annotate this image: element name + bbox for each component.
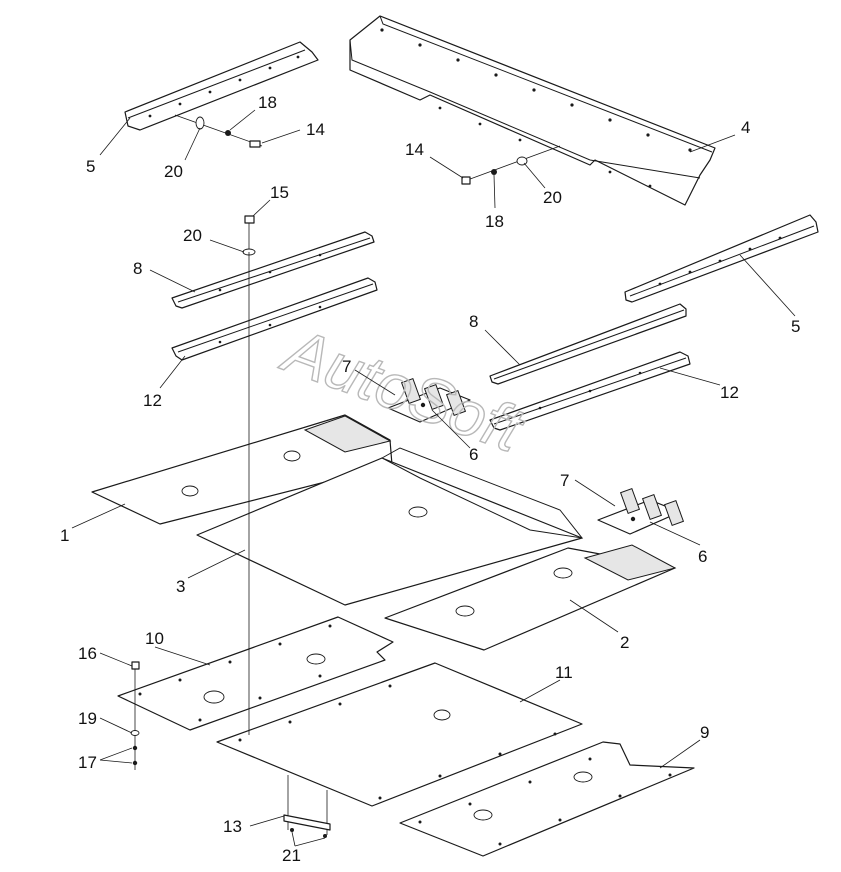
callout-1: 1	[60, 526, 69, 545]
callout-8-right: 8	[469, 312, 478, 331]
callout-5-right: 5	[791, 317, 800, 336]
callout-6-center: 6	[469, 445, 478, 464]
callout-labels: 5 20 18 14 4 14 18 20 15 20 8 12 5 8 12 …	[60, 93, 800, 865]
callout-20-upper-right: 20	[543, 188, 562, 207]
callout-12-left: 12	[143, 391, 162, 410]
part-7-hinge-bracket-right	[597, 487, 685, 535]
part-10-plate	[117, 616, 394, 731]
callout-20-upper-left: 20	[164, 162, 183, 181]
callout-5-upper-left: 5	[86, 157, 95, 176]
bolt-16-stack	[130, 661, 140, 770]
part-5-angle-right	[624, 214, 819, 303]
callout-20-bolt: 20	[183, 226, 202, 245]
part-7-hinge-bracket-center	[387, 377, 471, 423]
part-13-clamp	[283, 775, 331, 838]
callout-21: 21	[282, 846, 301, 865]
callout-17: 17	[78, 753, 97, 772]
part-9-plate	[399, 741, 695, 857]
part-8-strip-left	[171, 231, 375, 309]
callout-3: 3	[176, 577, 185, 596]
part-12-strip-left	[171, 277, 378, 361]
callout-16: 16	[78, 644, 97, 663]
callout-2: 2	[620, 633, 629, 652]
part-2-plate	[384, 544, 677, 651]
callout-15: 15	[270, 183, 289, 202]
bolt-15	[242, 215, 256, 256]
callout-7-right: 7	[560, 471, 569, 490]
part-5-angle-left	[124, 41, 319, 131]
leader-lines	[71, 109, 796, 847]
part-8-strip-right	[489, 303, 687, 385]
part-3-plate	[196, 447, 584, 606]
callout-6-right: 6	[698, 547, 707, 566]
callout-11: 11	[555, 663, 573, 682]
callout-12-right: 12	[720, 383, 739, 402]
callout-8-left: 8	[133, 259, 142, 278]
part-4-cover-channel	[349, 15, 716, 206]
part-12-strip-right	[489, 351, 691, 431]
callout-9: 9	[700, 723, 709, 742]
callout-14-upper-left: 14	[306, 120, 325, 139]
callout-10: 10	[145, 629, 164, 648]
part-11-plate	[216, 662, 583, 807]
callout-7-center: 7	[342, 357, 351, 376]
callout-18-upper-left: 18	[258, 93, 277, 112]
callout-4: 4	[741, 118, 750, 137]
callout-19: 19	[78, 709, 97, 728]
fastener-set-right	[461, 145, 561, 185]
callout-13: 13	[223, 817, 242, 836]
fastener-set-left	[174, 114, 263, 148]
callout-14-upper-right: 14	[405, 140, 424, 159]
callout-18-upper-right: 18	[485, 212, 504, 231]
part-1-plate	[91, 414, 393, 525]
